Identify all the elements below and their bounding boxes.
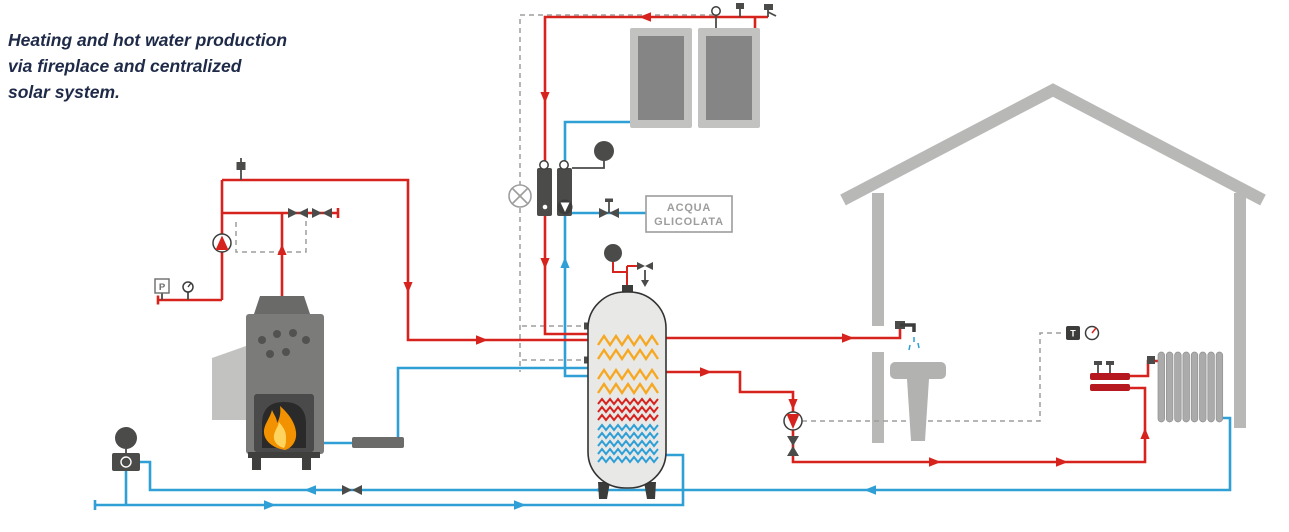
- collector-air-vent-icon: [711, 6, 721, 28]
- radiator-valve-icon: [1147, 356, 1155, 364]
- pipe-cold-feed: [95, 453, 685, 507]
- stove-circulation-pump-icon: [212, 233, 232, 253]
- pipe-stove-return-cold: [322, 366, 588, 445]
- thermometer-icon: [182, 281, 194, 300]
- flow-arrow-heating-right-1: [700, 367, 712, 377]
- flow-arrow-solar-down-1: [540, 92, 550, 103]
- pipe-stove-end-caps: [156, 208, 340, 305]
- title-line-3: solar system.: [8, 82, 120, 102]
- roof-line: [840, 83, 1266, 206]
- thermostat-label: T: [1070, 329, 1076, 339]
- collector-safety-valve-icon: [736, 3, 777, 17]
- dhw-expansion-vessel: [604, 244, 622, 262]
- flow-arrow-to-tank-right: [476, 335, 488, 345]
- pump-check-valve-icon: [787, 436, 799, 456]
- flow-arrow-feed-right-1: [264, 500, 276, 510]
- glycol-label-line-1: ACQUA: [667, 202, 711, 214]
- pipe-dhw-hot: [666, 328, 902, 340]
- solar-collectors: [630, 3, 777, 128]
- heating-pump-icon: [783, 411, 803, 431]
- flow-arrow-return-left-1: [864, 485, 876, 495]
- check-valve-icon: [288, 208, 308, 218]
- pressure-gauge-label: P: [159, 282, 166, 293]
- tank-cold-water-icon: [597, 423, 659, 464]
- stove-flame-inner-icon: [273, 422, 286, 448]
- tank-hot-water-icon: [597, 397, 659, 422]
- pipe-solar-return-cold: [563, 120, 634, 378]
- mains-pressure-unit: [112, 427, 140, 471]
- flow-arrow-heating-down: [788, 399, 798, 410]
- pressure-gauge: P: [154, 278, 170, 300]
- flow-arrow-dhw-right: [842, 333, 854, 343]
- mains-pump-icon: [120, 456, 132, 468]
- stove-hopper: [212, 346, 246, 420]
- flow-arrow-heating-right-3: [1056, 457, 1068, 467]
- storage-tank: [584, 285, 667, 499]
- flow-arrow-heating-right-2: [929, 457, 941, 467]
- flow-arrow-solar-down-2: [540, 258, 550, 269]
- stove-leg-left: [252, 458, 261, 470]
- tank-foot-right: [644, 482, 656, 499]
- tank-coil-upper: [597, 333, 659, 362]
- flow-arrow-feed-right-2: [514, 500, 526, 510]
- stove-leg-right: [302, 458, 311, 470]
- basin: [890, 362, 946, 379]
- flow-arrow-solar-up: [560, 257, 570, 268]
- tap-icon: [895, 321, 920, 351]
- solar-collector-right: [698, 28, 760, 128]
- solar-expansion-vessel: [572, 141, 614, 169]
- glycol-label-line-2: GLICOLATA: [654, 216, 724, 228]
- flow-arrow-heating-up: [1140, 428, 1150, 439]
- radiator: [1157, 351, 1224, 423]
- return-valve-icon: [342, 485, 362, 495]
- mains-expansion-vessel: [115, 427, 137, 449]
- title-line-2: via fireplace and centralized: [8, 56, 242, 76]
- solar-pump-station: [537, 160, 573, 216]
- pedestal: [907, 379, 929, 441]
- fireplace-stove: [212, 296, 324, 470]
- tank-top-collar: [622, 285, 633, 292]
- heat-exchanger-icon: [508, 184, 532, 208]
- title-line-1: Heating and hot water production: [8, 30, 287, 50]
- pipe-heating-supply-hot: [666, 370, 1147, 464]
- glycol-label-box: ACQUA GLICOLATA: [645, 195, 733, 233]
- air-vent-icon: [236, 158, 246, 180]
- radiator-manifold: [1090, 361, 1130, 391]
- manifold-valve-icon: [1094, 361, 1102, 365]
- stove-top: [254, 296, 310, 314]
- stove-base: [248, 452, 320, 458]
- pipe-heating-return-cold: [140, 416, 1232, 492]
- caption-block: Heating and hot water production via fir…: [8, 30, 287, 102]
- shutoff-valve-icon: [312, 208, 332, 218]
- drain-fitting: [352, 437, 404, 448]
- station-relief-icon: [542, 204, 548, 210]
- flow-arrow-return-left-3: [304, 485, 316, 495]
- cold-pipes: [93, 120, 1232, 510]
- glycol-valve-icon: [599, 198, 619, 218]
- solar-collector-left: [630, 28, 692, 128]
- stove-control-line: [235, 220, 307, 253]
- flow-arrow-solar-top-left: [639, 12, 651, 22]
- tank-safety-group-icon: [637, 262, 653, 287]
- flow-arrow-stove-riser-up: [277, 244, 287, 255]
- flow-arrow-stove-down: [403, 282, 413, 293]
- station-gauge-icon-right: [559, 160, 569, 170]
- temperature-gauge-icon: [1084, 325, 1100, 341]
- washbasin: [890, 362, 946, 441]
- station-gauge-icon-left: [539, 160, 549, 170]
- tank-coil-middle: [597, 367, 659, 396]
- room-thermostat: T: [1066, 326, 1080, 340]
- manifold-valve-icon-2: [1106, 361, 1114, 365]
- tank-foot-left: [598, 482, 610, 499]
- house-outline: [840, 83, 1266, 443]
- stove-vent-holes: [258, 329, 310, 358]
- spray-icon: [908, 337, 920, 351]
